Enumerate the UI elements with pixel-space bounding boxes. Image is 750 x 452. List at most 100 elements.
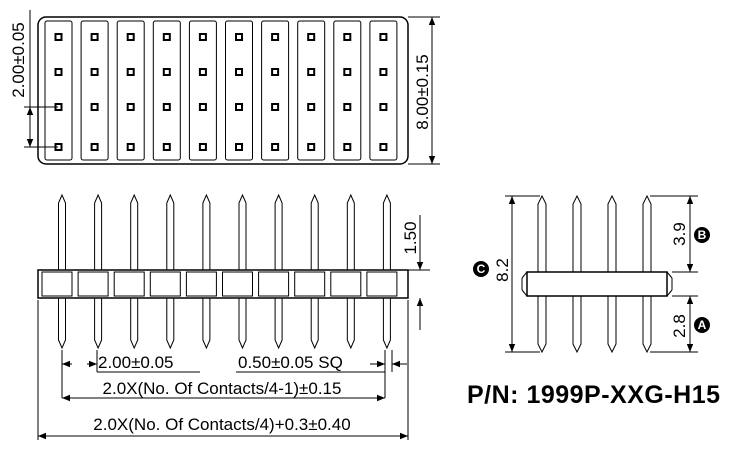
top-pin-center — [128, 105, 133, 109]
top-cell-outline — [261, 20, 290, 161]
front-pin-upper — [58, 193, 66, 270]
top-pin-center — [381, 35, 386, 39]
top-cell-outline — [369, 20, 398, 161]
top-pin-center — [237, 70, 241, 74]
front-pin-lower — [346, 298, 355, 350]
side-pin-upper — [572, 194, 582, 272]
top-view: 2.00±0.05 8.00±0.15 — [9, 10, 440, 165]
side-pin-lower — [642, 296, 652, 354]
marker-a-label: A — [698, 318, 707, 332]
front-pin-lower — [166, 298, 175, 350]
front-insulator-segment — [366, 271, 398, 297]
top-pin-center — [273, 145, 278, 149]
top-cell-outline — [297, 20, 326, 161]
front-pitch-label: 2.00±0.05 — [98, 353, 174, 372]
side-insulator-chamfer-right-lower — [666, 289, 673, 297]
front-insulator — [37, 269, 409, 299]
side-insulator — [526, 271, 668, 297]
top-cell-outline — [225, 20, 253, 161]
top-pin-center — [309, 35, 314, 39]
side-insulator-chamfer-left-lower — [521, 289, 528, 297]
front-view: 1.50 2.00±0.05 0.50±0.05 SQ 2.0X(No. Of … — [37, 193, 430, 440]
top-pin-center — [92, 145, 97, 149]
front-pin-upper — [130, 193, 139, 270]
side-total-label: 8.2 — [493, 258, 512, 282]
side-pin-lower — [537, 296, 547, 354]
top-pin-center — [237, 35, 241, 39]
top-pin-center — [200, 105, 205, 109]
top-pin-center — [309, 70, 314, 74]
front-insulator-segment — [185, 271, 217, 297]
front-pin-lower — [58, 298, 66, 350]
top-pin-center — [237, 145, 241, 149]
top-pin-center — [345, 105, 350, 109]
part-number: P/N: 1999P-XXG-H15 — [467, 381, 721, 409]
top-pin-center — [200, 35, 205, 39]
top-pin-center — [92, 35, 97, 39]
side-pin-upper — [607, 194, 617, 272]
side-pin-lower — [572, 296, 582, 354]
front-pin-upper — [202, 193, 211, 270]
top-pin-center — [56, 35, 61, 39]
marker-a-icon — [694, 317, 710, 333]
top-pin-center — [345, 70, 350, 74]
side-insulator-chamfer-left — [521, 271, 528, 279]
top-pin-center — [92, 105, 97, 109]
top-view-outline — [37, 16, 409, 165]
top-pin-center — [381, 145, 386, 149]
front-pin-lower — [382, 298, 391, 350]
top-pin-center — [164, 70, 169, 74]
top-pin-center — [345, 35, 350, 39]
top-pin-center — [273, 35, 278, 39]
front-pin-upper — [238, 193, 247, 270]
front-pinheight-label: 1.50 — [401, 221, 420, 254]
front-insulator-segment — [77, 271, 109, 297]
top-pin-center — [200, 70, 205, 74]
front-insulator-segment — [113, 271, 145, 297]
front-insulator-segment — [41, 271, 73, 297]
top-pitch-label: 2.00±0.05 — [9, 22, 28, 98]
front-pin-lower — [310, 298, 319, 350]
front-insulator-segment — [330, 271, 362, 297]
top-pin-center — [273, 105, 278, 109]
front-pinspan-label: 2.0X(No. Of Contacts/4-1)±0.15 — [103, 379, 342, 398]
top-pin-center — [92, 70, 97, 74]
side-pin-lower — [607, 296, 617, 354]
top-cell-outline — [116, 20, 145, 161]
top-height-label: 8.00±0.15 — [413, 54, 432, 130]
front-pin-upper — [274, 193, 283, 270]
front-insulator-segment — [294, 271, 326, 297]
front-pinsize-label: 0.50±0.05 SQ — [238, 353, 343, 372]
front-pin-upper — [94, 193, 103, 270]
top-pin-center — [56, 70, 61, 74]
top-pin-center — [200, 145, 205, 149]
front-pin-lower — [130, 298, 139, 350]
side-pin-upper — [537, 194, 547, 272]
front-pin-lower — [274, 298, 283, 350]
front-pin-lower — [202, 298, 211, 350]
top-pin-center — [309, 105, 314, 109]
top-cell-outline — [188, 20, 217, 161]
top-pin-center — [164, 145, 169, 149]
top-pin-center — [381, 70, 386, 74]
top-pin-center — [56, 145, 61, 149]
marker-b-label: B — [698, 228, 707, 242]
front-pin-lower — [238, 298, 247, 350]
front-pin-upper — [382, 193, 391, 270]
marker-c-label: C — [477, 262, 486, 276]
front-insulator-segment — [222, 271, 253, 297]
front-pin-upper — [166, 193, 175, 270]
top-pin-center — [164, 35, 169, 39]
top-pin-center — [309, 145, 314, 149]
front-pin-upper — [310, 193, 319, 270]
top-pin-center — [164, 105, 169, 109]
top-pin-center — [381, 105, 386, 109]
side-upper-label: 3.9 — [670, 222, 689, 246]
top-pin-center — [345, 145, 350, 149]
top-pin-center — [128, 35, 133, 39]
top-cell-outline — [80, 20, 109, 161]
side-view: 8.2 C 3.9 B 2.8 A — [473, 194, 710, 354]
top-pin-center — [128, 145, 133, 149]
side-lower-label: 2.8 — [670, 314, 689, 338]
